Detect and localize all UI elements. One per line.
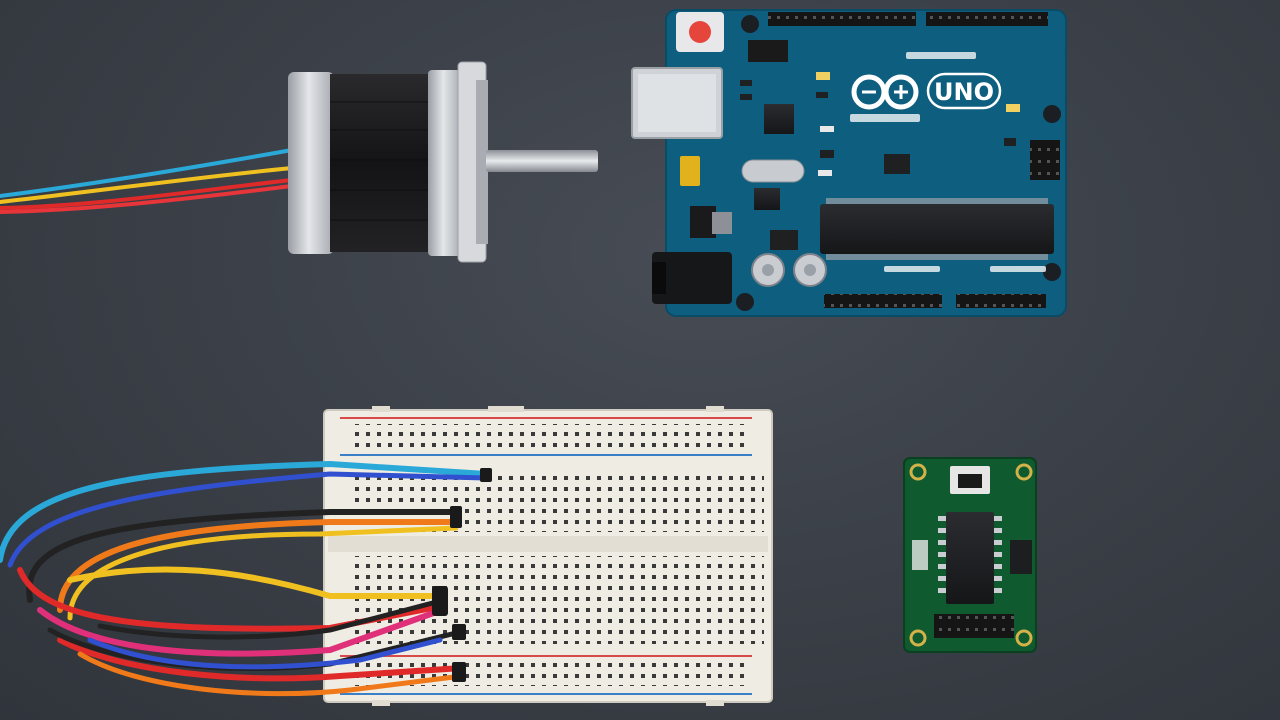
motor-rear-cap (288, 72, 334, 254)
arduino-uno-board: UNO (631, 9, 1067, 317)
digital-header-right (926, 12, 1048, 26)
board-label: UNO (934, 78, 994, 106)
motor-wires (0, 148, 294, 214)
stepper-driver-module (903, 457, 1037, 653)
power-header (824, 294, 942, 308)
usb-chip (764, 104, 794, 134)
driver-header (934, 614, 1014, 638)
digital-header-left (768, 12, 916, 26)
motor-front-cap (428, 70, 462, 256)
motor-body (330, 74, 432, 252)
wire-tips (432, 468, 492, 682)
arduino-logo: UNO (851, 72, 1002, 110)
dc-jack (652, 252, 732, 304)
jumper-wires (0, 460, 489, 697)
breadboard (323, 406, 773, 706)
stepper-motor (0, 61, 598, 263)
electrolytic-capacitors (751, 253, 827, 287)
analog-header (956, 294, 1046, 308)
crystal-oscillator (741, 159, 805, 183)
motor-shaft (486, 150, 598, 172)
atmega-chip (820, 204, 1054, 254)
driver-chip (946, 512, 994, 604)
